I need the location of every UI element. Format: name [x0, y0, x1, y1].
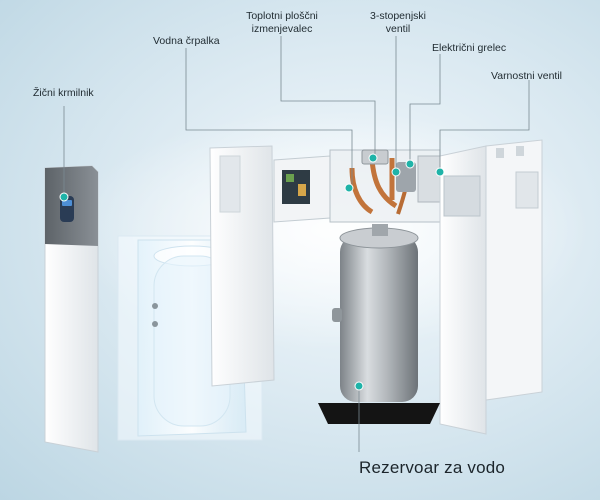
marker-electric-heater: [405, 159, 415, 169]
label-three-way-valve-line2: ventil: [385, 23, 411, 35]
back-panel: [485, 139, 543, 401]
leader-line-water-pump: [185, 48, 353, 188]
water-tank: [318, 224, 440, 424]
leader-lines: [63, 36, 530, 452]
label-three-way-valve: 3-stopenjski ventil: [366, 10, 430, 36]
marker-water-tank: [354, 381, 364, 391]
markers: [59, 153, 445, 391]
label-water-pump: Vodna črpalka: [153, 35, 220, 47]
label-electric-heater: Električni grelec: [432, 42, 507, 54]
control-board: [273, 155, 331, 223]
marker-three-way-valve: [391, 167, 401, 177]
label-water-tank: Rezervoar za vodo: [359, 458, 506, 477]
leader-line-safety-valve: [439, 80, 530, 172]
label-three-way-valve-line1: 3-stopenjski: [369, 10, 427, 22]
leader-line-heat-exchanger: [280, 36, 376, 158]
marker-heat-exchanger: [368, 153, 378, 163]
leader-line-electric-heater: [409, 54, 441, 164]
front-panel-with-controller: [44, 165, 99, 453]
label-wired-controller: Žični krmilnik: [33, 87, 94, 99]
label-safety-valve: Varnostni ventil: [491, 70, 563, 82]
side-panel: [439, 145, 487, 435]
marker-water-pump: [344, 183, 354, 193]
marker-safety-valve: [435, 167, 445, 177]
marker-controller: [59, 192, 69, 202]
middle-panel: [209, 145, 275, 387]
label-plate-heat-exchanger-line1: Toplotni ploščni: [246, 10, 318, 22]
label-plate-heat-exchanger: Toplotni ploščni izmenjevalec: [244, 10, 320, 36]
label-plate-heat-exchanger-line2: izmenjevalec: [251, 23, 313, 35]
